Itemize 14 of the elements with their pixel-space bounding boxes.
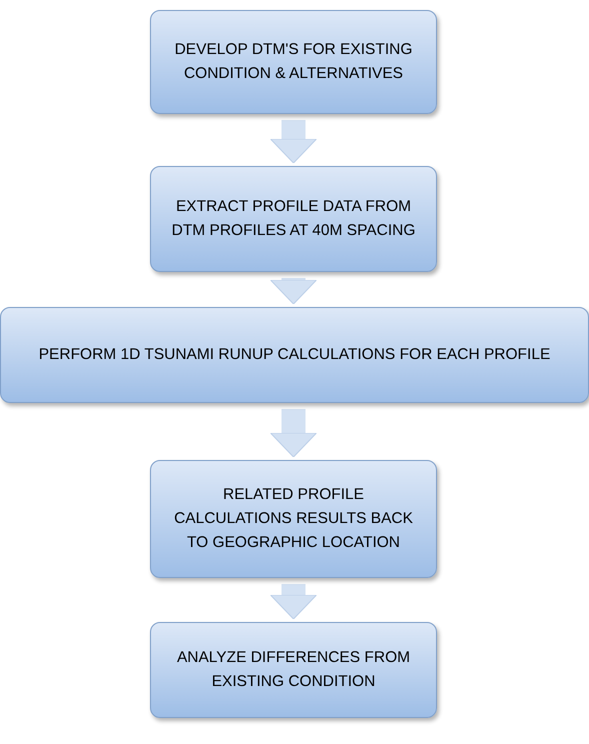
process-box: [0, 307, 589, 403]
process-box: [150, 622, 437, 718]
step-text: PERFORM 1D TSUNAMI RUNUP CALCULATIONS FOR EACH PROFILE: [38, 345, 550, 365]
step-text: ANALYZE DIFFERENCES FROM EXISTING CONDITION: [176, 648, 412, 692]
down-arrow: [270, 120, 317, 164]
step-text: EXTRACT PROFILE DATA FROM DTM PROFILES AT 40M SPACING: [170, 197, 416, 241]
process-box: [150, 166, 437, 272]
process-box: [150, 10, 437, 114]
down-arrow: [270, 278, 317, 304]
step-text: RELATED PROFILE CALCULATIONS RESULTS BACK TO GEOGRAPHIC LOCATION: [173, 485, 414, 553]
process-box: [150, 460, 437, 578]
step-text: DEVELOP DTM'S FOR EXISTING CONDITION & ALTERNATIVES: [174, 40, 414, 84]
down-arrow: [270, 409, 317, 458]
down-arrow: [270, 584, 317, 620]
